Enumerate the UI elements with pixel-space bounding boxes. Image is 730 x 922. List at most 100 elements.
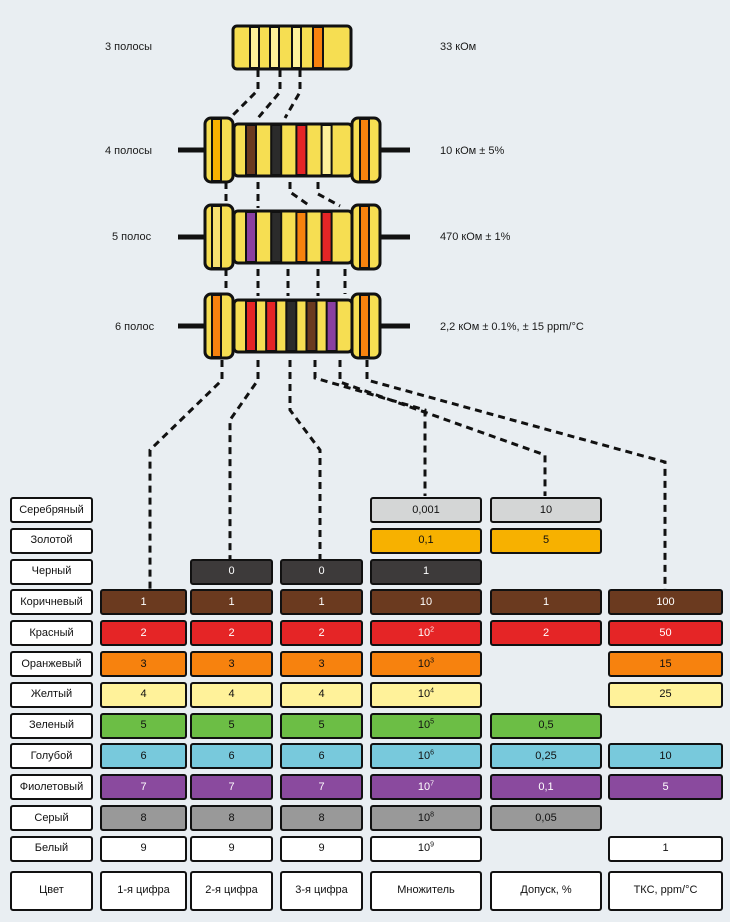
cell-yellow-col3: 4 [280, 681, 363, 708]
cell-silver-col4: 0,001 [370, 497, 482, 523]
cell-gray-col1: 8 [100, 805, 187, 831]
cell-brown-col6: 100 [608, 589, 723, 616]
cell-gold-col5: 5 [490, 527, 602, 554]
resistor-3-band [312, 26, 324, 69]
dashed-connector [365, 360, 667, 590]
cell-red-col5: 2 [490, 620, 602, 647]
row-label-black: Черный [10, 558, 93, 585]
cell-red-col6: 50 [608, 620, 723, 647]
row-label-blue: Голубой [10, 743, 93, 770]
row-label-green: Зеленый [10, 712, 93, 739]
row-label-gold: Золотой [10, 527, 93, 554]
cell-black-col3: 0 [280, 558, 363, 585]
resistor-5-band [295, 211, 308, 263]
resistor-4-band [245, 124, 257, 176]
resistor-6-band [305, 300, 318, 352]
cell-red-col2: 2 [190, 620, 273, 647]
row-label-yellow: Желтый [10, 681, 93, 708]
dashed-connector [288, 360, 322, 560]
dashed-connector [288, 182, 311, 208]
resistor-3-band [249, 26, 260, 69]
cell-blue-col6: 10 [608, 743, 723, 770]
cell-violet-col5: 0,1 [490, 774, 602, 801]
cell-brown-col5: 1 [490, 589, 602, 616]
resistor-5-band [245, 211, 257, 263]
dashed-connector [316, 182, 341, 208]
cell-green-col3: 5 [280, 712, 363, 739]
dashed-connector [313, 360, 427, 496]
column-header-2: 1-я цифра [100, 870, 187, 911]
cell-red-col1: 2 [100, 620, 187, 647]
dashed-connector [148, 360, 224, 590]
resistor-4-band [295, 124, 308, 176]
resistor-value-3-band: 33 кОм [440, 41, 477, 53]
dashed-connector [228, 360, 260, 560]
resistor-6-band [245, 300, 257, 352]
cell-brown-col2: 1 [190, 589, 273, 616]
cell-brown-col4: 10 [370, 589, 482, 616]
cell-violet-col4: 107 [370, 774, 482, 801]
resistor-3-band [269, 26, 280, 69]
resistor-6-band [285, 300, 298, 352]
resistor-5-band [359, 205, 370, 269]
column-header-3: 2-я цифра [190, 870, 273, 911]
dashed-connector [256, 70, 282, 119]
cell-silver-col5: 10 [490, 497, 602, 523]
resistor-4-band [320, 124, 333, 176]
resistor-5-band [211, 205, 222, 269]
column-header-5: Множитель [370, 870, 482, 911]
cell-orange-col3: 3 [280, 651, 363, 677]
row-label-silver: Серебряный [10, 497, 93, 523]
cell-yellow-col2: 4 [190, 681, 273, 708]
resistor-value-4-band: 10 кОм ± 5% [440, 145, 505, 157]
column-header-4: 3-я цифра [280, 870, 363, 911]
cell-yellow-col4: 104 [370, 681, 482, 708]
resistor-label-4-band: 4 полосы [105, 145, 153, 157]
column-header-7: ТКС, ppm/°C [608, 870, 723, 911]
resistor-6-band [211, 294, 222, 358]
cell-brown-col3: 1 [280, 589, 363, 616]
cell-black-col4: 1 [370, 558, 482, 585]
cell-yellow-col6: 25 [608, 681, 723, 708]
cell-gray-col5: 0,05 [490, 805, 602, 831]
cell-violet-col6: 5 [608, 774, 723, 801]
resistor-value-5-band: 470 кОм ± 1% [440, 231, 511, 243]
row-label-orange: Оранжевый [10, 651, 93, 677]
row-label-white: Белый [10, 835, 93, 862]
cell-gray-col3: 8 [280, 805, 363, 831]
cell-white-col2: 9 [190, 835, 273, 862]
resistor-label-5-band: 5 полос [112, 231, 152, 243]
cell-orange-col6: 15 [608, 651, 723, 677]
cell-green-col4: 105 [370, 712, 482, 739]
cell-gold-col4: 0,1 [370, 527, 482, 554]
cell-white-col1: 9 [100, 835, 187, 862]
resistor-label-6-band: 6 полос [115, 321, 155, 333]
cell-green-col5: 0,5 [490, 712, 602, 739]
cell-violet-col1: 7 [100, 774, 187, 801]
cell-white-col6: 1 [608, 835, 723, 862]
row-label-gray: Серый [10, 805, 93, 831]
resistor-6-band [325, 300, 338, 352]
resistor-5-band [270, 211, 283, 263]
cell-blue-col3: 6 [280, 743, 363, 770]
cell-brown-col1: 1 [100, 589, 187, 616]
cell-blue-col1: 6 [100, 743, 187, 770]
dashed-connector [283, 70, 302, 119]
resistor-4-band [359, 118, 370, 182]
cell-green-col2: 5 [190, 712, 273, 739]
cell-black-col2: 0 [190, 558, 273, 585]
resistor-3-band [291, 26, 302, 69]
resistor-4-band [270, 124, 283, 176]
cell-blue-col5: 0,25 [490, 743, 602, 770]
row-label-brown: Коричневый [10, 589, 93, 616]
cell-orange-col4: 103 [370, 651, 482, 677]
resistor-label-3-band: 3 полосы [105, 41, 153, 53]
cell-violet-col3: 7 [280, 774, 363, 801]
cell-red-col3: 2 [280, 620, 363, 647]
resistor-4-band [211, 118, 222, 182]
row-label-red: Красный [10, 620, 93, 647]
resistor-value-6-band: 2,2 кОм ± 0.1%, ± 15 ppm/°C [440, 321, 584, 333]
column-header-1: Цвет [10, 870, 93, 911]
